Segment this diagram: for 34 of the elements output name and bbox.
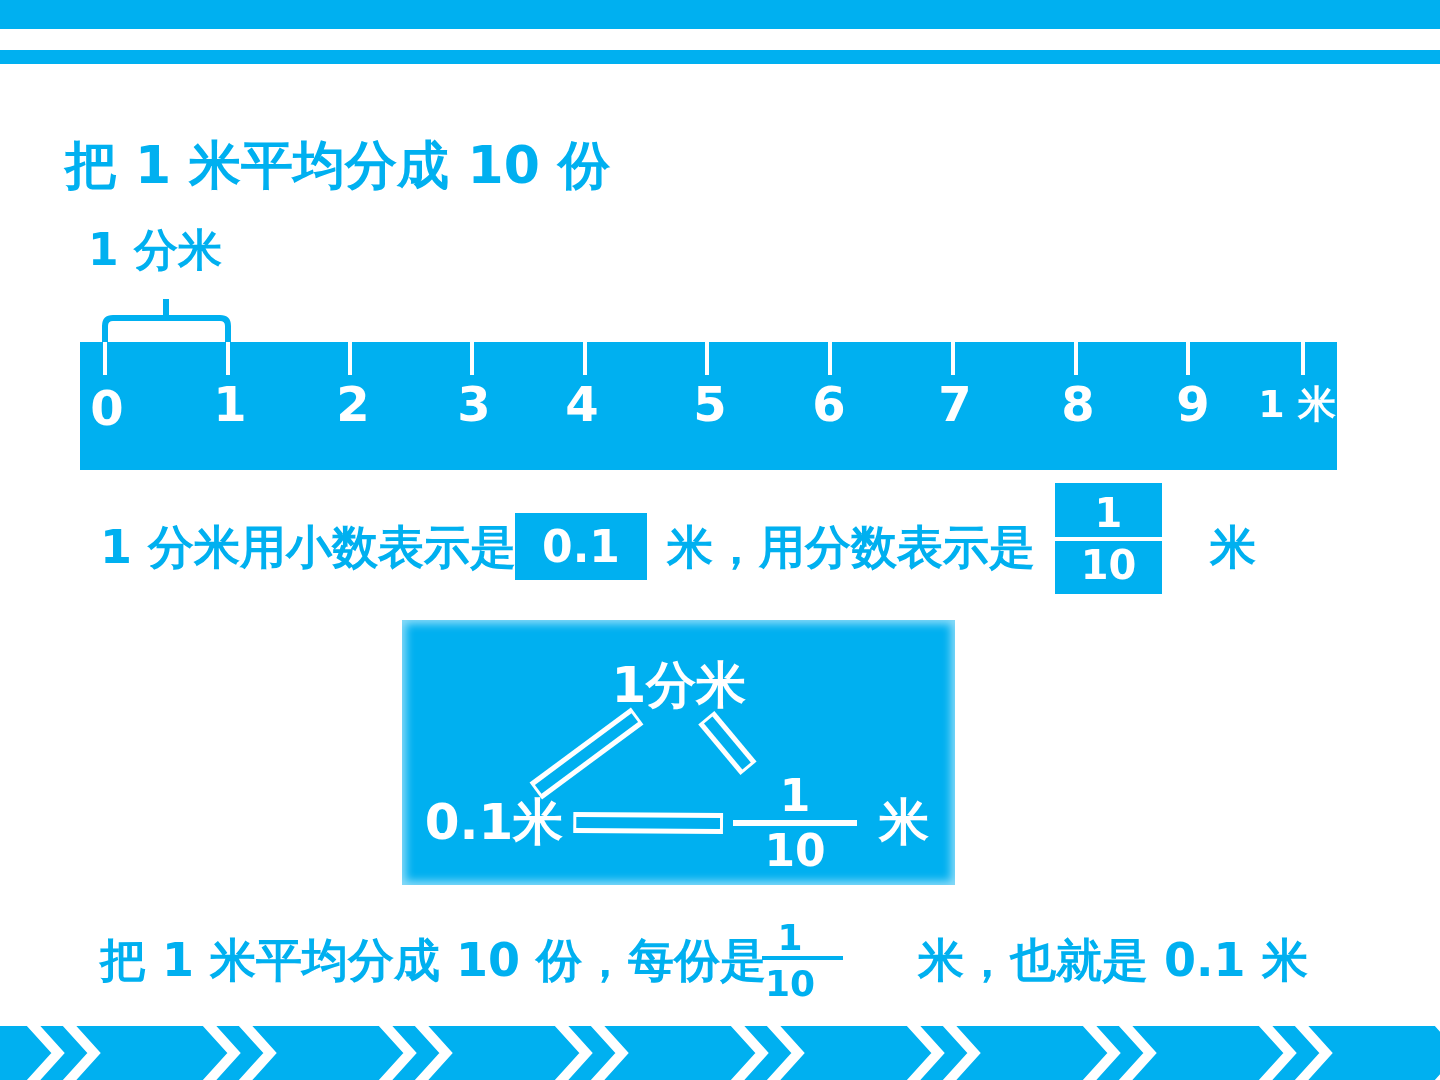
tick-label: 1 [213,380,247,428]
tick-label: 8 [1061,380,1095,428]
tick-label: 4 [565,380,599,428]
equals-sign [573,812,724,834]
tick-label: 1 米 [1258,385,1336,423]
panel [402,620,955,885]
tick-label: 0 [90,384,124,432]
sentence-text: 米，也就是 0.1 米 [918,937,1308,983]
sentence-text: 1 分米用小数表示是 [100,524,517,570]
numerator: 1 [779,774,811,818]
answer-box: 0.1 [515,513,647,580]
answer-box [1055,483,1162,594]
equals-sign [698,710,757,776]
denominator: 10 [1080,545,1137,585]
sentence-text: 把 1 米平均分成 10 份，每份是 [100,937,767,983]
tick-label: 5 [693,380,727,428]
ruler [80,342,1337,470]
unit-label: 米 [879,797,929,847]
sentence-text: 米，用分数表示是 [667,524,1035,570]
denominator: 10 [764,966,816,1002]
equation-term: 0.1米 [424,797,564,847]
equals-sign [529,707,644,800]
unit-label: 米 [1210,524,1256,570]
equation-term: 1分米 [611,660,747,710]
bracket-label: 1 分米 [88,228,222,272]
denominator: 10 [764,829,826,873]
tick-label: 7 [938,380,972,428]
numerator: 1 [1094,493,1123,533]
tick-label: 2 [336,380,370,428]
tick-label: 6 [812,380,846,428]
title: 把 1 米平均分成 10 份 [65,139,610,191]
numerator: 1 [777,920,803,956]
tick-label: 9 [1176,380,1210,428]
tick-label: 3 [457,380,491,428]
